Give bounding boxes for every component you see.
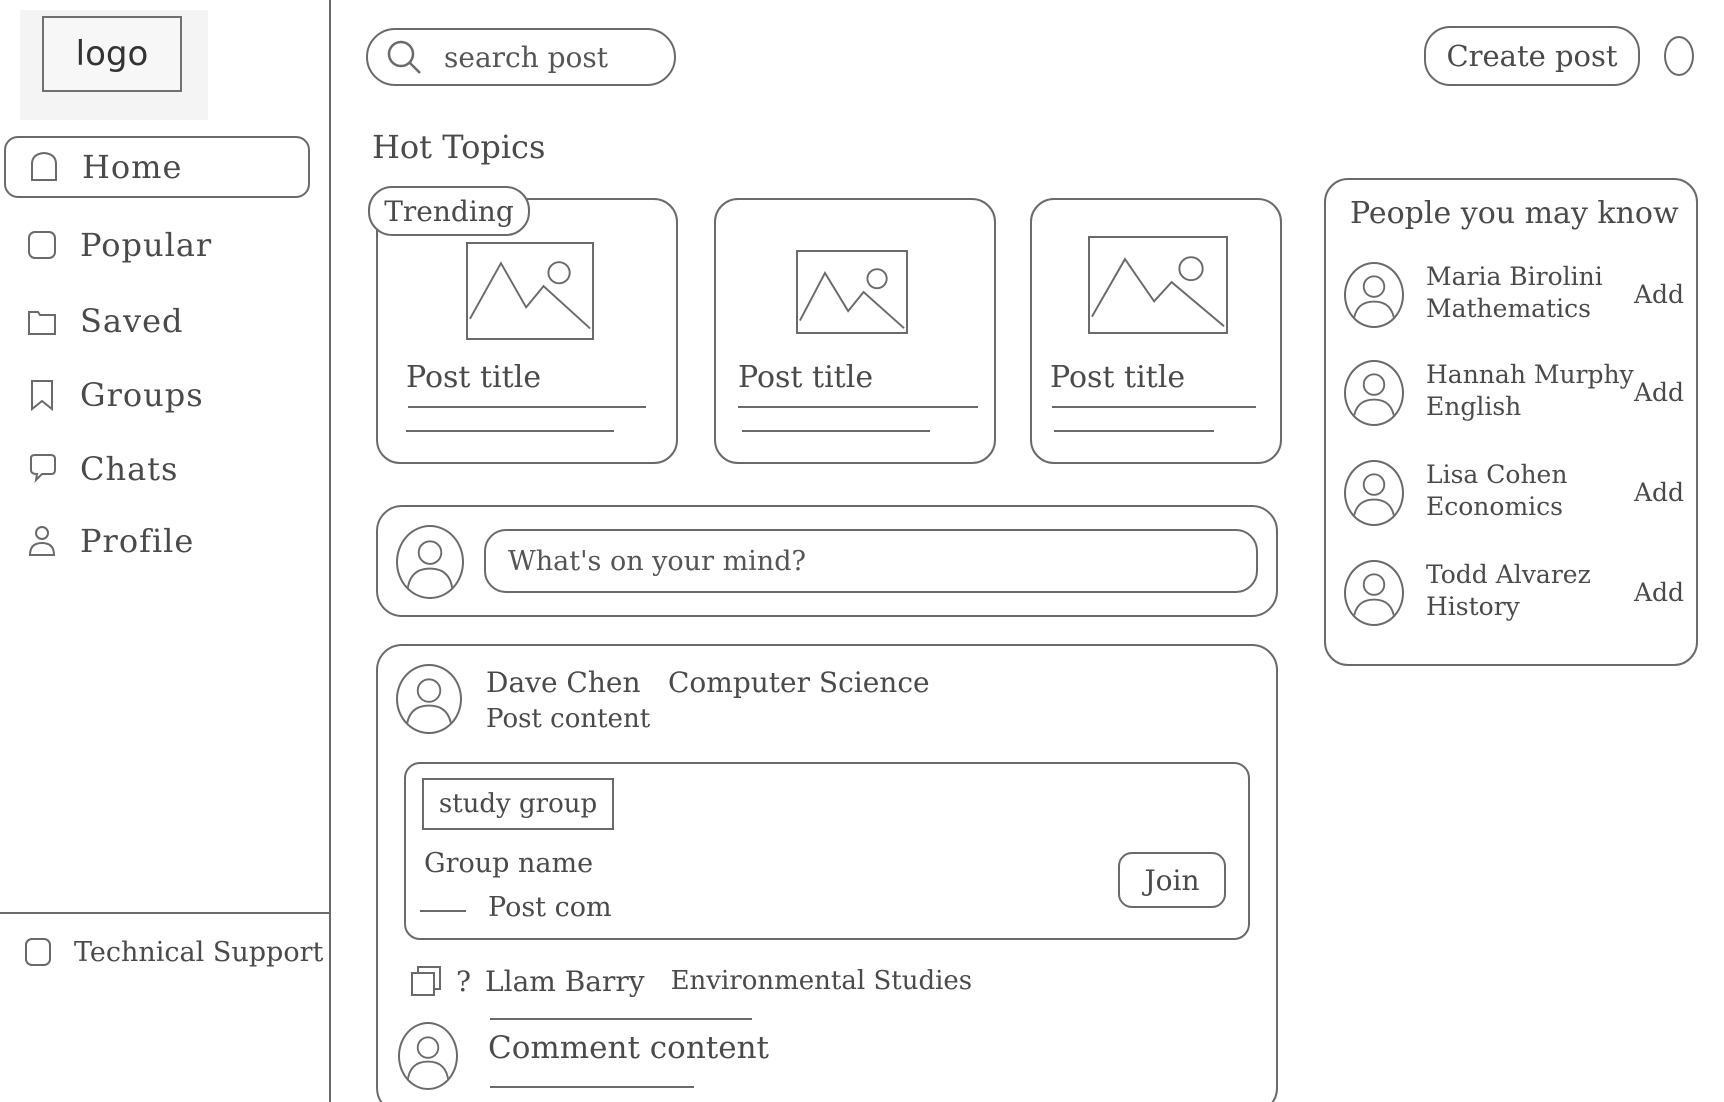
sidebar-item-label: Home (82, 148, 183, 186)
group-name: Group name (424, 848, 594, 879)
group-tag[interactable]: study group (422, 778, 614, 830)
comment-department: Environmental Studies (670, 966, 973, 996)
person-name[interactable]: Todd Alvarez (1426, 560, 1591, 589)
copy-icon[interactable] (410, 964, 444, 998)
home-icon (28, 150, 60, 184)
text-line (742, 430, 930, 432)
topic-card-title[interactable]: Post title (738, 360, 874, 395)
text-line (406, 430, 614, 432)
trending-tag[interactable]: Trending (368, 186, 530, 236)
image-placeholder-icon (1088, 236, 1228, 334)
person-name[interactable]: Hannah Murphy (1426, 360, 1634, 389)
folder-icon (26, 304, 58, 338)
avatar (1344, 360, 1404, 426)
text-line (738, 406, 978, 408)
support-label: Technical Support (74, 936, 324, 968)
person-icon (26, 524, 58, 558)
text-line (408, 406, 646, 408)
post-card: Dave Chen Computer Science Post content … (376, 644, 1278, 1102)
person-item: Lisa Cohen Economics Add (1344, 460, 1684, 540)
comment-prefix: ? (456, 964, 472, 998)
avatar (396, 525, 464, 599)
sidebar-item-groups[interactable]: Groups (4, 364, 310, 426)
hot-topics-heading: Hot Topics (372, 128, 546, 166)
text-line (1052, 406, 1256, 408)
logo-area: logo (20, 10, 208, 120)
comment-author[interactable]: Llam Barry (485, 964, 645, 998)
add-friend-button[interactable]: Add (1633, 478, 1684, 507)
search-bar[interactable]: search post (366, 28, 676, 86)
sidebar-item-label: Profile (80, 522, 195, 560)
sidebar-item-label: Groups (80, 376, 204, 414)
topic-card[interactable]: Post title (714, 198, 996, 464)
sidebar-item-home[interactable]: Home (4, 136, 310, 198)
chat-icon (26, 452, 58, 486)
add-friend-button[interactable]: Add (1633, 280, 1684, 309)
avatar (1344, 262, 1404, 328)
support-icon (22, 935, 54, 969)
avatar (1344, 560, 1404, 626)
add-friend-button[interactable]: Add (1633, 378, 1684, 407)
sidebar-item-profile[interactable]: Profile (4, 510, 310, 572)
comment-meta: ? Llam Barry Environmental Studies (410, 964, 972, 998)
person-name[interactable]: Maria Birolini (1426, 262, 1603, 291)
topic-card-title[interactable]: Post title (406, 360, 542, 395)
logo[interactable]: logo (42, 16, 182, 92)
person-department: English (1426, 392, 1522, 421)
sidebar-item-label: Popular (80, 226, 213, 264)
people-you-may-know-panel: People you may know Maria Birolini Mathe… (1324, 178, 1698, 666)
text-line (490, 1086, 694, 1088)
compose-input[interactable] (484, 529, 1258, 593)
person-item: Todd Alvarez History Add (1344, 560, 1684, 640)
popular-icon (26, 228, 58, 262)
text-line (1054, 430, 1214, 432)
topic-card[interactable]: Post title (1030, 198, 1282, 464)
bookmark-icon (26, 378, 58, 412)
sidebar-divider (0, 912, 331, 914)
text-line (490, 1018, 752, 1020)
image-placeholder-icon (796, 250, 908, 334)
add-friend-button[interactable]: Add (1633, 578, 1684, 607)
person-name[interactable]: Lisa Cohen (1426, 460, 1568, 489)
sidebar: logo Home Popular Saved Groups Chats (0, 0, 331, 1102)
group-card: study group Group name Post com Join (404, 762, 1250, 940)
sidebar-item-popular[interactable]: Popular (4, 214, 310, 276)
join-button[interactable]: Join (1118, 852, 1226, 908)
sidebar-item-saved[interactable]: Saved (4, 290, 310, 352)
user-menu-icon[interactable] (1664, 36, 1694, 76)
sidebar-item-label: Saved (80, 302, 184, 340)
avatar (396, 664, 462, 734)
compose-box (376, 505, 1278, 617)
people-panel-title: People you may know (1350, 196, 1679, 231)
search-input[interactable]: search post (444, 40, 609, 74)
sidebar-item-label: Chats (80, 450, 179, 488)
topic-card[interactable]: Post title (376, 198, 678, 464)
group-post-text: Post com (488, 892, 612, 923)
image-placeholder-icon (466, 242, 594, 340)
person-department: Mathematics (1426, 294, 1591, 323)
comment-content: Comment content (488, 1030, 770, 1066)
sidebar-item-chats[interactable]: Chats (4, 438, 310, 500)
avatar (398, 1022, 458, 1090)
create-post-button[interactable]: Create post (1424, 26, 1640, 86)
person-item: Hannah Murphy English Add (1344, 360, 1684, 440)
person-department: Economics (1426, 492, 1563, 521)
avatar (1344, 460, 1404, 526)
search-icon (387, 40, 421, 74)
person-department: History (1426, 592, 1520, 621)
technical-support-link[interactable]: Technical Support (22, 935, 323, 969)
post-department: Computer Science (668, 666, 930, 699)
topic-card-title[interactable]: Post title (1050, 360, 1186, 395)
post-author[interactable]: Dave Chen (486, 666, 641, 699)
divider (420, 910, 466, 912)
person-item: Maria Birolini Mathematics Add (1344, 262, 1684, 342)
post-content: Post content (486, 704, 651, 734)
